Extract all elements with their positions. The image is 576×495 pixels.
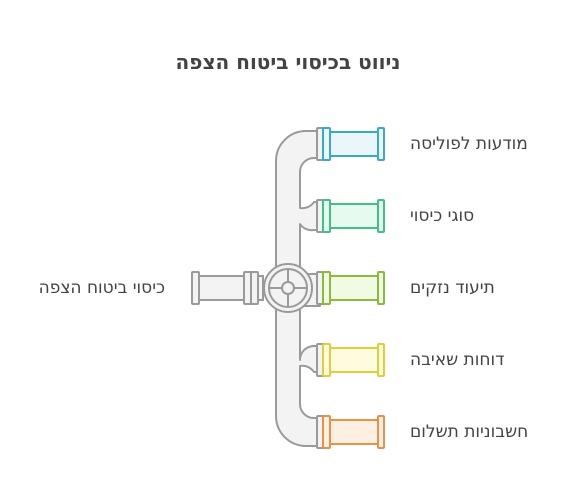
- outlet-collar: [322, 271, 331, 305]
- outlet-cap: [377, 415, 385, 449]
- outlet-pipe: [327, 347, 381, 373]
- outlet-label: דוחות שאיבה: [410, 350, 505, 370]
- source-pipe-collar-b: [250, 271, 259, 305]
- outlet-label: חשבוניות תשלום: [410, 422, 529, 442]
- outlet-pipe: [327, 419, 381, 445]
- source-pipe-collar-a: [243, 271, 252, 305]
- diagram-title: ניווט בכיסוי ביטוח הצפה: [175, 50, 401, 74]
- outlet-label: סוגי כיסוי: [410, 206, 475, 226]
- outlet-pipe: [327, 203, 381, 229]
- outlet-cap: [377, 271, 385, 305]
- valve-wheel-icon: [263, 263, 313, 313]
- outlet-cap: [377, 127, 385, 161]
- source-pipe-cap: [191, 271, 200, 305]
- outlet-pipe: [327, 131, 381, 157]
- outlet-collar: [322, 127, 331, 161]
- outlet-collar: [322, 199, 331, 233]
- outlet-label: מודעות לפוליסה: [410, 134, 528, 154]
- outlet-5: [316, 415, 385, 449]
- outlet-label: תיעוד נזקים: [410, 278, 495, 298]
- outlet-pipe: [327, 275, 381, 301]
- outlet-cap: [377, 199, 385, 233]
- outlet-2: [316, 199, 385, 233]
- outlets-layer: [316, 127, 385, 449]
- outlet-cap: [377, 343, 385, 377]
- source-label: כיסוי ביטוח הצפה: [38, 278, 165, 298]
- outlet-collar: [322, 343, 331, 377]
- outlet-4: [316, 343, 385, 377]
- outlet-3: [316, 271, 385, 305]
- outlet-collar: [322, 415, 331, 449]
- outlet-1: [316, 127, 385, 161]
